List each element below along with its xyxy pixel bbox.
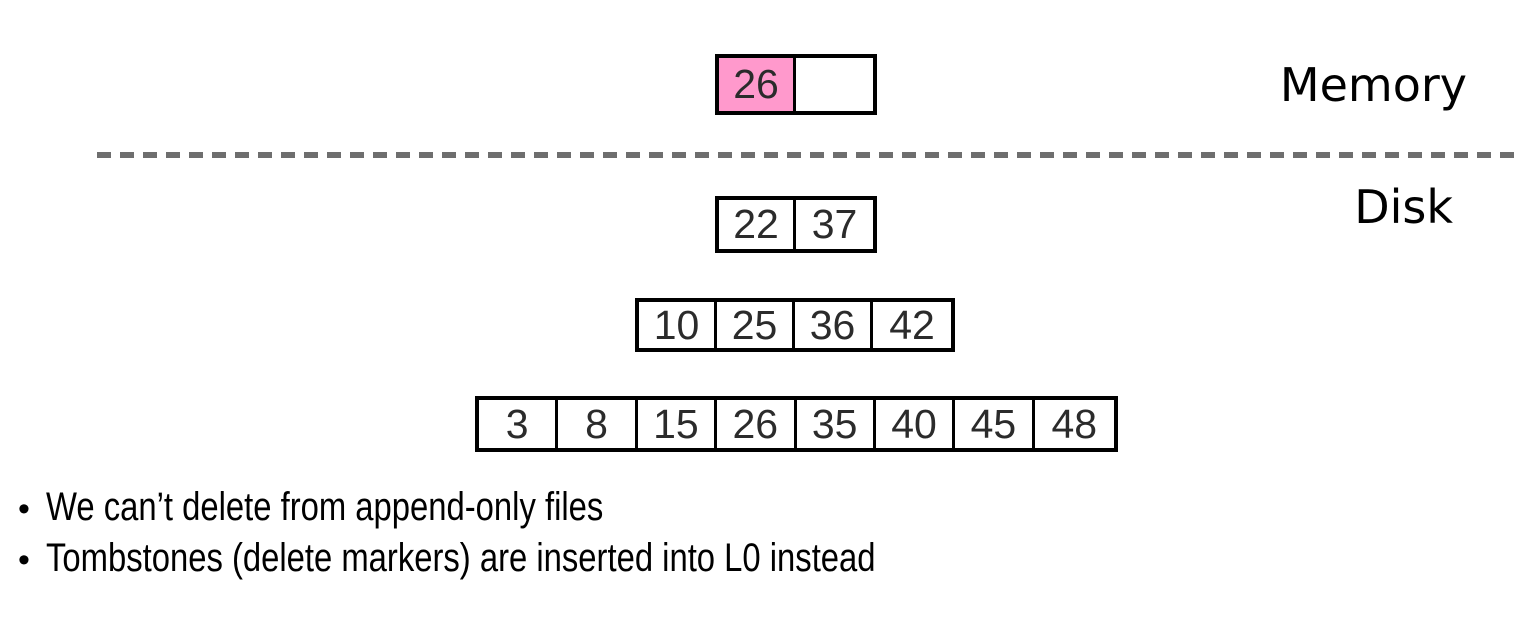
memtable-cell-0: 26 [719,58,797,111]
l2-cell-2: 36 [795,302,874,348]
l3-cell-6: 45 [955,400,1035,448]
level-row-l1: 22 37 [715,196,877,253]
bullet-marker-icon: • [18,490,30,528]
level-row-l3: 3 8 15 26 35 40 45 48 [475,396,1118,452]
bullet-marker-icon: • [18,541,30,579]
l2-cell-3: 42 [873,302,951,348]
l3-cell-4: 35 [796,400,876,448]
l3-cell-0: 3 [479,400,559,448]
l3-cell-2: 15 [637,400,718,448]
level-row-memtable: 26 [715,54,877,115]
memtable-cell-1 [796,58,873,111]
bullet-list: • We can’t delete from append-only files… [10,482,1410,584]
l3-cell-3: 26 [717,400,797,448]
l3-cell-5: 40 [875,400,956,448]
level-row-l2: 10 25 36 42 [635,298,955,352]
l2-cell-0: 10 [639,302,718,348]
l3-cell-1: 8 [558,400,638,448]
l2-cell-1: 25 [717,302,796,348]
l1-cell-0: 22 [719,200,797,249]
disk-label: Disk [1354,180,1453,234]
bullet-item-1: • Tombstones (delete markers) are insert… [10,533,1410,584]
memory-label: Memory [1279,58,1467,112]
l3-cell-7: 48 [1034,400,1114,448]
l1-cell-1: 37 [796,200,873,249]
memory-disk-divider [97,152,1517,158]
bullet-item-0: • We can’t delete from append-only files [10,482,1410,533]
bullet-text-0: We can’t delete from append-only files [46,485,604,529]
bullet-text-1: Tombstones (delete markers) are inserted… [46,536,876,580]
